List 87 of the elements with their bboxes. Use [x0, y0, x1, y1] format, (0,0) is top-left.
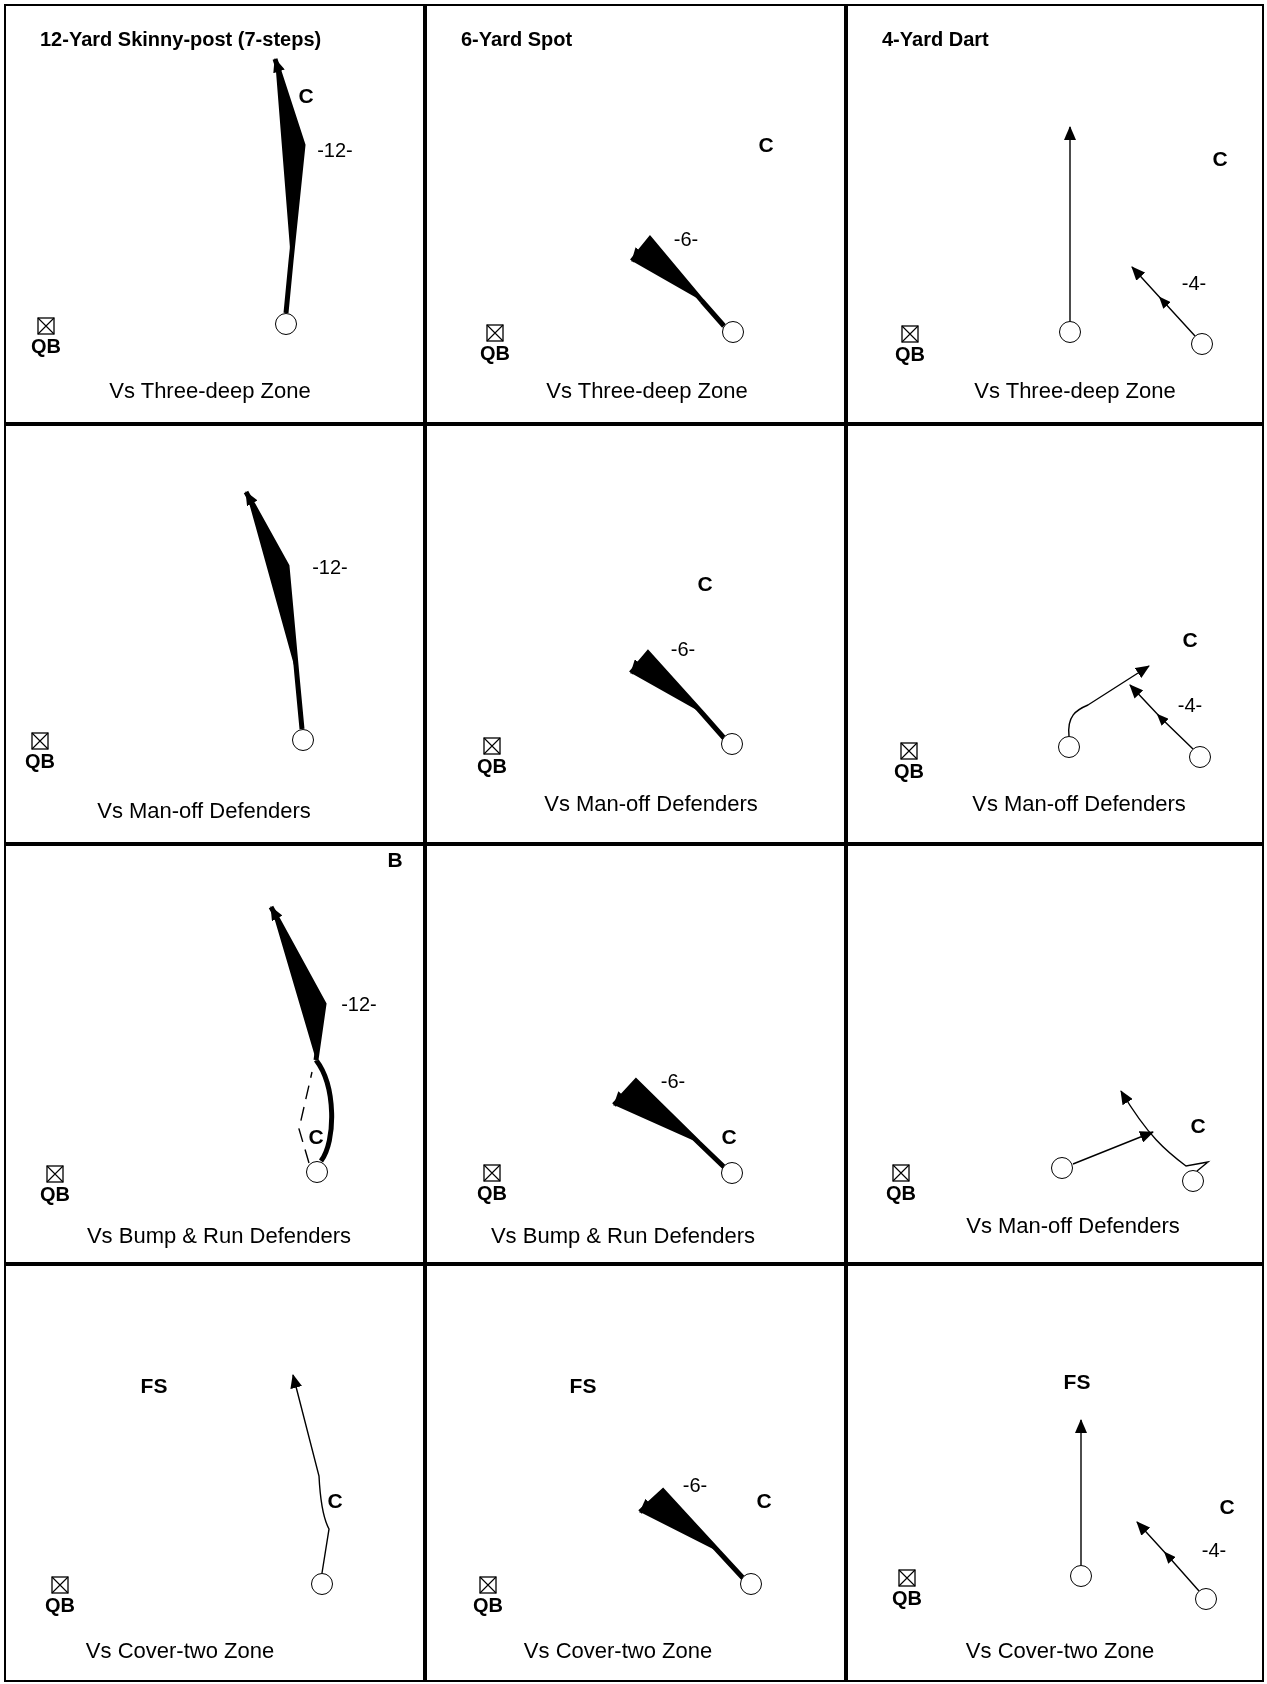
route-wedge-arrow	[268, 904, 335, 1164]
receiver-circle	[311, 1573, 333, 1595]
situation-label: Vs Three-deep Zone	[974, 378, 1176, 404]
play-cell	[846, 424, 1264, 844]
route-arrow	[1136, 1521, 1200, 1592]
receiver-circle	[722, 321, 744, 343]
receiver-circle	[1191, 333, 1213, 355]
route-arrow	[1068, 665, 1150, 737]
route-arrow	[290, 1374, 330, 1574]
defender-label: C	[697, 572, 713, 596]
route-arrow	[1129, 684, 1194, 750]
route-wedge-arrow	[628, 649, 727, 741]
play-cell	[425, 1264, 846, 1682]
player-label: QB	[473, 1594, 503, 1616]
player-label: QB	[892, 1587, 922, 1609]
defender-label: C	[721, 1125, 737, 1149]
player-label: QB	[477, 1182, 507, 1204]
route-arrow	[1075, 1419, 1087, 1566]
defender-label: C	[1219, 1495, 1235, 1519]
play-cell	[846, 844, 1264, 1264]
route-line	[298, 1071, 313, 1164]
situation-label: Vs Cover-two Zone	[85, 1638, 275, 1664]
play-cell	[4, 424, 425, 844]
play-cell	[846, 4, 1264, 424]
receiver-circle	[1182, 1170, 1204, 1192]
receiver-circle	[1189, 746, 1211, 768]
player-label: QB	[480, 342, 510, 364]
receiver-circle	[1059, 321, 1081, 343]
receiver-circle	[740, 1573, 762, 1595]
player-label: QB	[894, 760, 924, 782]
receiver-circle	[721, 1162, 743, 1184]
player-label: QB	[886, 1182, 916, 1204]
play-cell	[425, 844, 846, 1264]
defender-label: FS	[569, 1374, 597, 1398]
player-label: QB	[25, 750, 55, 772]
route-wedge-arrow	[611, 1077, 727, 1170]
player-label: QB	[31, 335, 61, 357]
defender-label: C	[1182, 628, 1198, 652]
defender-label: C	[1190, 1114, 1206, 1138]
defender-label: B	[387, 848, 403, 872]
route-arrow	[1131, 266, 1196, 337]
situation-label: Vs Man-off Defenders	[544, 791, 758, 817]
defender-label: C	[298, 84, 314, 108]
defender-label: C	[327, 1489, 343, 1513]
defender-label: C	[756, 1489, 772, 1513]
player-label: QB	[45, 1594, 75, 1616]
situation-label: Vs Three-deep Zone	[546, 378, 748, 404]
situation-label: Vs Bump & Run Defenders	[86, 1223, 352, 1249]
play-cell	[425, 4, 846, 424]
situation-label: Vs Man-off Defenders	[972, 791, 1186, 817]
receiver-circle	[306, 1161, 328, 1183]
route-wedge-arrow	[629, 235, 727, 329]
route-arrow	[1120, 1090, 1209, 1172]
defender-label: C	[758, 133, 774, 157]
situation-label: Vs Three-deep Zone	[109, 378, 311, 404]
play-title: 6-Yard Spot	[461, 28, 573, 51]
play-title: 4-Yard Dart	[882, 28, 989, 51]
defender-label: FS	[140, 1374, 168, 1398]
play-title: 12-Yard Skinny-post (7-steps)	[40, 28, 322, 51]
situation-label: Vs Cover-two Zone	[523, 1638, 713, 1664]
defender-label: C	[1212, 147, 1228, 171]
receiver-circle	[1058, 736, 1080, 758]
player-label: QB	[40, 1183, 70, 1205]
play-cell	[4, 4, 425, 424]
situation-label: Vs Cover-two Zone	[965, 1638, 1155, 1664]
play-cell	[425, 424, 846, 844]
receiver-circle	[1051, 1157, 1073, 1179]
route-arrow	[1064, 126, 1076, 322]
route-wedge-arrow	[637, 1487, 746, 1581]
player-label: QB	[477, 755, 507, 777]
route-arrow	[1072, 1131, 1154, 1165]
receiver-circle	[721, 733, 743, 755]
defender-label: C	[308, 1125, 324, 1149]
receiver-circle	[1070, 1565, 1092, 1587]
play-cell	[4, 844, 425, 1264]
receiver-circle	[275, 313, 297, 335]
receiver-circle	[292, 729, 314, 751]
player-label: QB	[895, 343, 925, 365]
situation-label: Vs Bump & Run Defenders	[490, 1223, 756, 1249]
route-wedge-arrow	[243, 489, 305, 732]
situation-label: Vs Man-off Defenders	[966, 1213, 1180, 1239]
situation-label: Vs Man-off Defenders	[97, 798, 311, 824]
defender-label: FS	[1063, 1370, 1091, 1394]
play-cell	[846, 1264, 1264, 1682]
receiver-circle	[1195, 1588, 1217, 1610]
play-cell	[4, 1264, 425, 1682]
route-wedge-arrow	[272, 56, 306, 316]
